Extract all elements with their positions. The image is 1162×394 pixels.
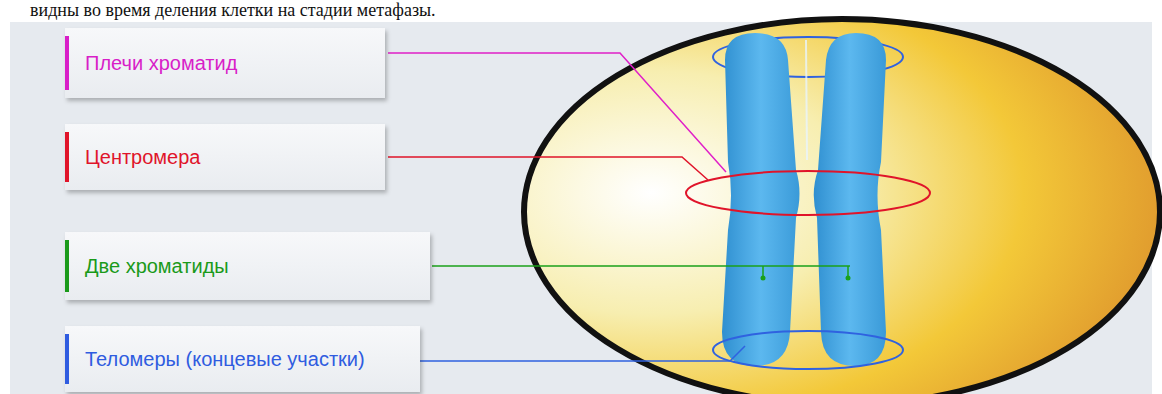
accent-bar: [65, 240, 69, 292]
leader-line: [420, 346, 745, 361]
label-text: Плечи хроматид: [85, 52, 237, 74]
accent-bar: [65, 132, 69, 182]
leader-line: [388, 53, 726, 172]
label-box: Две хроматиды: [65, 232, 430, 300]
label-box: Плечи хроматид: [65, 28, 385, 98]
leader-line: [388, 157, 708, 180]
centromere-ring: [686, 171, 930, 215]
label-box: Теломеры (концевые участки): [65, 326, 420, 392]
cell-circle: [524, 19, 1160, 394]
accent-bar: [65, 36, 69, 90]
leader-line: [432, 265, 850, 267]
label-text: Теломеры (концевые участки): [85, 348, 365, 370]
label-text: Две хроматиды: [85, 255, 229, 277]
chromatid: [814, 33, 886, 366]
accent-bar: [65, 334, 69, 384]
label-text: Центромера: [85, 146, 201, 168]
caption-text: видны во время деления клетки на стадии …: [30, 0, 436, 20]
label-box: Центромера: [65, 124, 385, 190]
chromatid: [722, 33, 800, 366]
